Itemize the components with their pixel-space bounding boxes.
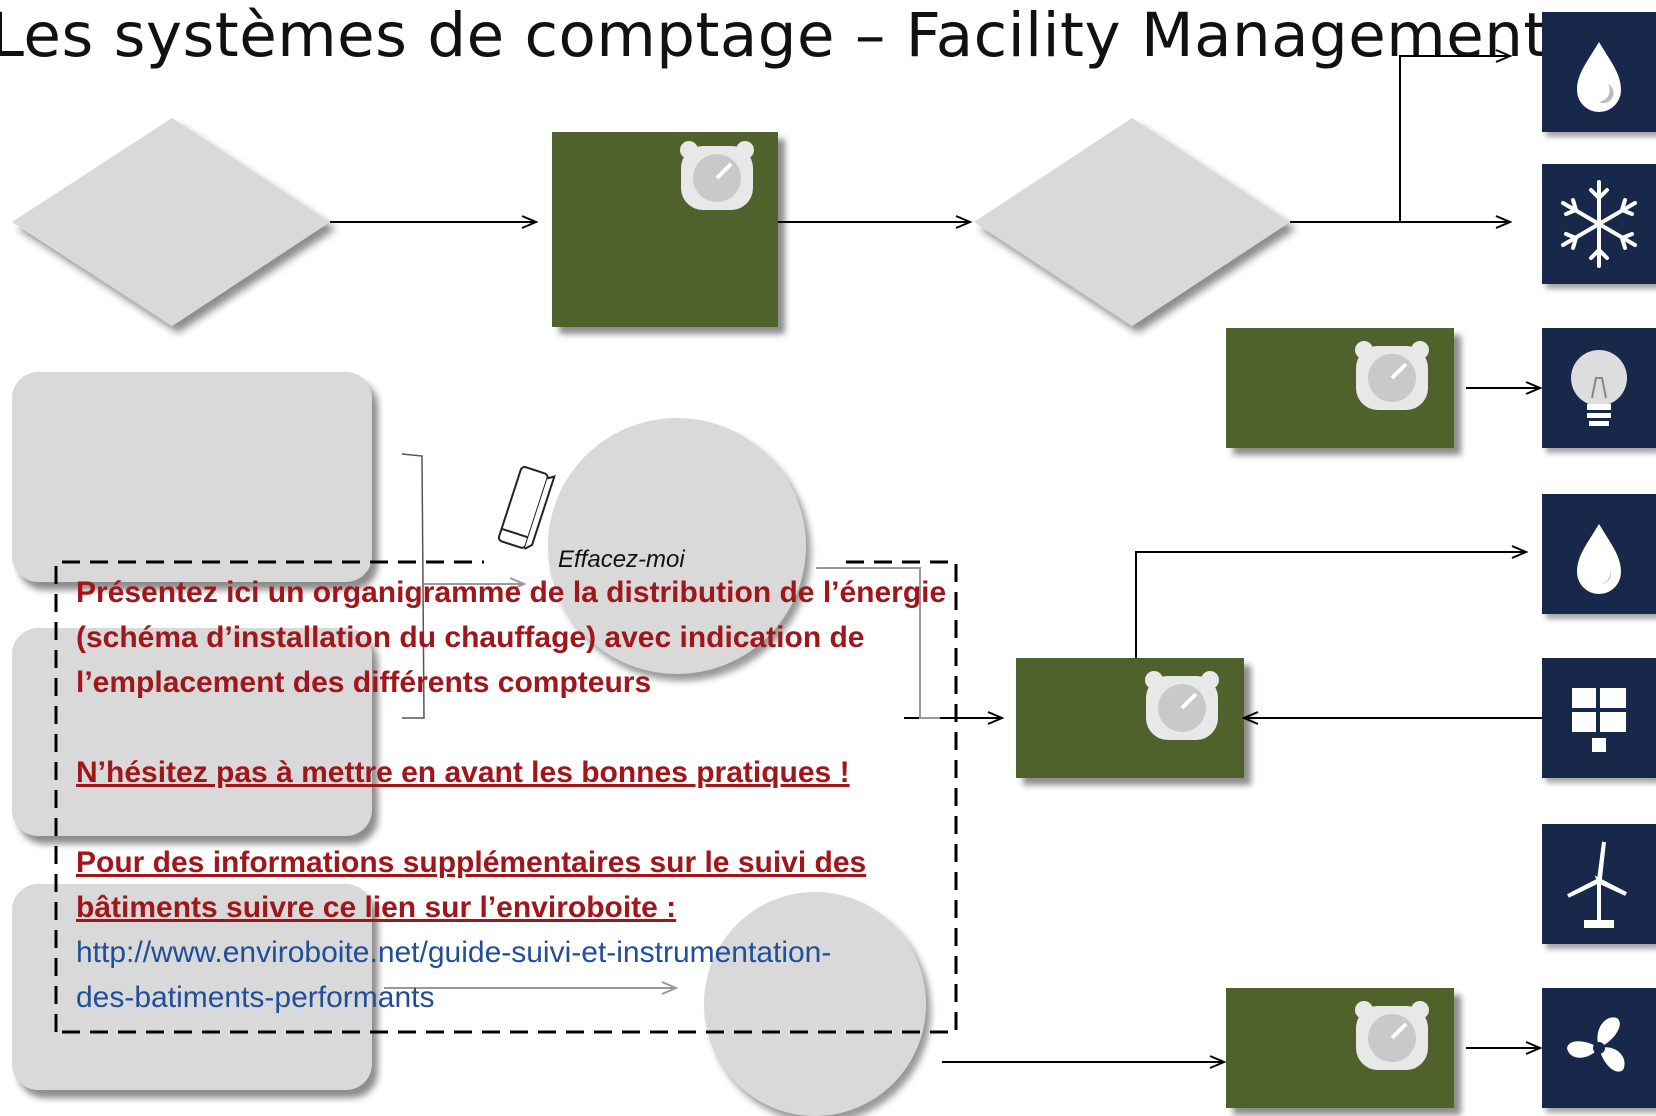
instruction-good-practices: N’hésitez pas à mettre en avant les bonn… (76, 756, 850, 789)
diamond-right[interactable] (974, 118, 1290, 326)
lighting-tile[interactable] (1542, 328, 1656, 448)
meter-icon (1355, 341, 1429, 410)
light-bulb-icon (1571, 350, 1627, 426)
instructions-text: Présentez ici un organigramme de la dist… (76, 570, 956, 1020)
arrow-to-water-2 (1135, 552, 1526, 658)
meter-icon (1145, 671, 1219, 740)
eraser-icon (497, 466, 556, 550)
gray-box-middle[interactable] (12, 628, 372, 836)
gray-circle-top[interactable] (548, 418, 806, 674)
water-drop-icon (1577, 524, 1621, 594)
page-title: Les systèmes de comptage – Facility Mana… (0, 0, 1548, 71)
gray-circle-bottom[interactable] (704, 892, 926, 1116)
solar-tile[interactable] (1542, 658, 1656, 778)
meter-icon (680, 141, 754, 210)
meter-icon (1355, 1001, 1429, 1070)
ventilation-tile[interactable] (1542, 988, 1656, 1108)
instruction-more-info: Pour des informations supplémentaires su… (76, 846, 867, 924)
water-drop-icon (1577, 42, 1621, 112)
gray-box-bottom[interactable] (12, 884, 372, 1090)
water-tile-2[interactable] (1542, 494, 1656, 614)
dashed-frame (54, 560, 958, 1034)
instruction-main: Présentez ici un organigramme de la dist… (76, 576, 947, 699)
fan-icon (1567, 1017, 1625, 1072)
wind-turbine-icon (1567, 841, 1627, 928)
solar-panel-icon (1572, 688, 1626, 752)
enviroboite-link[interactable]: http://www.enviroboite.net/guide-suivi-e… (76, 936, 832, 1014)
cooling-tile[interactable] (1542, 164, 1656, 284)
eraser-label: Effacez-moi (558, 546, 685, 573)
bracket-top (401, 453, 425, 719)
snowflake-icon (1561, 180, 1637, 268)
wind-tile[interactable] (1542, 824, 1656, 944)
gray-line-to-meter-3 (816, 567, 940, 719)
arrow-to-water (1290, 56, 1510, 223)
gray-box-top[interactable] (12, 372, 372, 582)
diamond-left[interactable] (12, 118, 330, 326)
water-tile[interactable] (1542, 12, 1656, 132)
